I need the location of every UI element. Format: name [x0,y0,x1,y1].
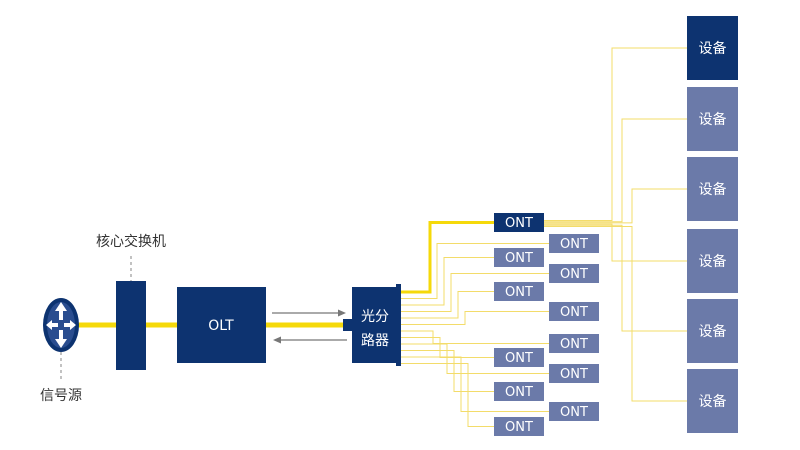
ont-node: ONT [549,302,599,321]
splitter-output-bar [396,284,401,366]
ont-node: ONT [549,402,599,421]
ont-box [494,417,544,436]
device-box [687,16,738,80]
ont-box [549,402,599,421]
fanout-line [401,221,494,294]
router-icon [43,298,79,352]
ont-box [494,213,544,232]
ont-box [494,282,544,301]
ont-label: ONT [560,237,588,252]
ont-box [494,382,544,401]
device-label: 设备 [699,323,727,340]
ont-label: ONT [560,305,588,320]
splitter-label-line2: 路器 [361,333,389,349]
ont-node: ONT [549,334,599,353]
ont-label: ONT [505,216,533,231]
splitter-label-line1: 光分 [361,309,389,325]
device-node: 设备 [687,157,738,221]
ont-label: ONT [560,267,588,282]
device-node: 设备 [687,369,738,433]
device-box [687,157,738,221]
device-box [687,299,738,363]
device-label: 设备 [699,40,727,57]
device-link-line [544,47,687,221]
ont-node: ONT [549,264,599,283]
device-label: 设备 [699,393,727,410]
ont-device-lines [544,47,687,402]
core-switch-label: 核心交换机 [96,233,166,250]
fanout-line [401,311,549,325]
ont-label: ONT [505,251,533,266]
fanout-line [401,343,549,374]
ont-node: ONT [494,248,544,267]
ont-label: ONT [560,367,588,382]
device-link-line [544,224,687,332]
signal-source-label: 信号源 [40,388,82,404]
splitter-box [352,287,398,363]
ont-box [549,302,599,321]
device-label: 设备 [699,111,727,128]
ont-node: ONT [549,234,599,253]
device-node: 设备 [687,16,738,80]
device-node: 设备 [687,299,738,363]
device-box [687,369,738,433]
splitter-fanout-lines [401,221,549,427]
ont-label: ONT [505,420,533,435]
olt-label: OLT [208,318,234,334]
fanout-line [401,291,494,319]
fanout-line [401,356,549,412]
ont-box [494,348,544,367]
fanout-line [401,243,549,299]
ont-box [549,264,599,283]
device-label: 设备 [699,253,727,270]
ont-label: ONT [505,351,533,366]
ont-node: ONT [494,282,544,301]
fanout-line [401,257,494,306]
fanout-line [401,350,494,392]
device-box [687,87,738,151]
core-switch-box [116,281,146,370]
ont-node: ONT [494,348,544,367]
ont-box [549,364,599,383]
ont-box [494,248,544,267]
splitter-port [343,319,352,331]
ont-node: ONT [494,213,544,232]
ont-label: ONT [560,405,588,420]
device-box [687,229,738,293]
ont-label: ONT [560,337,588,352]
fanout-line [401,337,494,358]
arrows [272,309,347,344]
device-link-line [544,226,687,402]
ont-label: ONT [505,385,533,400]
device-link-line [544,118,687,223]
device-link-line [544,188,687,224]
ont-node: ONT [549,364,599,383]
ont-node: ONT [494,417,544,436]
olt-box [177,287,266,363]
device-node: 设备 [687,229,738,293]
device-link-line [544,223,687,262]
fanout-line [401,273,549,312]
ont-box [549,334,599,353]
device-label: 设备 [699,181,727,198]
ont-node: ONT [494,382,544,401]
ont-label: ONT [505,285,533,300]
device-node: 设备 [687,87,738,151]
fanout-line [401,363,494,427]
ont-box [549,234,599,253]
ont-group: ONT ONT ONT ONT ONT ONT ONT ONT ONT ONT ONT ONT [494,213,599,436]
